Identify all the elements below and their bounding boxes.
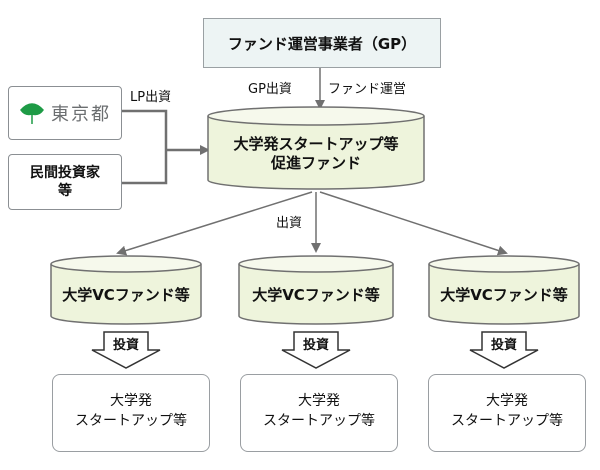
invest-arrow-3 (469, 331, 539, 369)
investor-to-fund-line (122, 150, 168, 185)
startup-1-line1: 大学発 (110, 393, 152, 409)
startup-3-line2: スタートアップ等 (451, 413, 563, 430)
startup-box-2: 大学発 スタートアップ等 (240, 374, 398, 452)
gp-box-label: ファンド運営事業者（GP） (227, 34, 417, 53)
gp-invest-label: GP出資 (248, 82, 292, 97)
main-fund-line1: 大学発スタートアップ等 (233, 134, 399, 153)
vc-fund-label-1: 大学VCファンド等 (62, 286, 190, 305)
vc-fund-label-3: 大学VCファンド等 (440, 286, 568, 305)
startup-box-3: 大学発 スタートアップ等 (428, 374, 586, 452)
startup-1-line2: スタートアップ等 (75, 413, 187, 430)
investor-line2: 等 (58, 183, 72, 199)
tokyo-box: 東京都 (8, 86, 122, 140)
fund-to-vc3-arrow (319, 191, 508, 256)
invest-label: 出資 (276, 216, 303, 231)
fund-management-label: ファンド運営 (328, 82, 407, 97)
invest-arrow-1 (91, 331, 161, 369)
invest-arrow-label-1: 投資 (112, 338, 139, 353)
vc-fund-cylinder-2 (238, 255, 394, 325)
lp-invest-label: LP出資 (130, 90, 172, 105)
startup-box-1: 大学発 スタートアップ等 (52, 374, 210, 452)
gp-box: ファンド運営事業者（GP） (203, 18, 441, 68)
private-investor-box: 民間投資家 等 (8, 154, 122, 210)
startup-2-line1: 大学発 (298, 393, 340, 409)
invest-arrow-label-2: 投資 (302, 338, 329, 353)
fund-to-vc1-arrow (116, 191, 313, 256)
vc-fund-cylinder-3 (428, 255, 580, 325)
main-fund-label: 大学発スタートアップ等 促進ファンド (208, 126, 424, 182)
invest-arrow-label-3: 投資 (490, 338, 517, 353)
vc-fund-label-2: 大学VCファンド等 (252, 286, 380, 305)
main-fund-line2: 促進ファンド (270, 154, 361, 172)
main-fund-cylinder (207, 106, 425, 190)
tokyo-logo-text: 東京都 (51, 104, 111, 125)
ginkgo-leaf-icon (20, 103, 44, 124)
investor-line1: 民間投資家 (30, 164, 100, 181)
tokyo-to-fund-line (122, 109, 168, 150)
startup-2-line2: スタートアップ等 (263, 413, 375, 430)
vc-fund-cylinder-1 (50, 255, 202, 325)
invest-arrow-2 (281, 331, 351, 369)
startup-3-line1: 大学発 (486, 393, 528, 409)
